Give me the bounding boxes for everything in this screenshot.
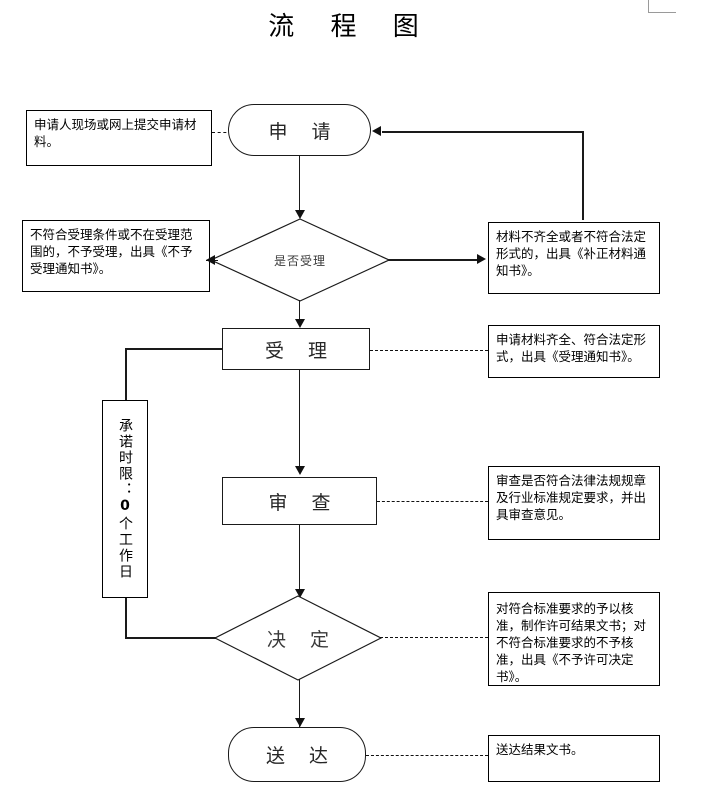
- decision-shape: [214, 595, 382, 681]
- connector-decide-to-accept-arrowhead: [295, 319, 305, 328]
- connector-decision-note: [380, 637, 488, 638]
- node-decide-accept-label: 是否受理: [273, 253, 326, 268]
- timeline-suffix: 个工作日: [117, 516, 133, 580]
- node-decision[interactable]: 决 定: [214, 595, 382, 681]
- connector-accept-to-timeline-v: [125, 348, 127, 401]
- note-not-accept-text: 不符合受理条件或不在受理范围的，不予受理，出具《不予受理通知书》。: [30, 227, 193, 276]
- node-review-label: 审 查: [268, 491, 340, 514]
- note-timeline: 承诺时限：0个工作日: [102, 400, 148, 598]
- timeline-prefix: 承诺时限：: [117, 418, 133, 498]
- decide-accept-shape: [210, 218, 390, 302]
- connector-review-to-decision: [299, 525, 300, 597]
- connector-decision-to-deliver: [299, 679, 300, 727]
- connector-timeline-to-decision-h: [125, 637, 217, 639]
- connector-to-supplement: [388, 259, 478, 261]
- node-deliver[interactable]: 送 达: [228, 727, 366, 782]
- connector-feedback-vertical: [582, 131, 584, 220]
- corner-crop-mark: [648, 0, 676, 13]
- node-deliver-label: 送 达: [265, 745, 338, 767]
- note-deliver: 送达结果文书。: [488, 735, 660, 782]
- node-decision-label: 决 定: [266, 628, 339, 651]
- node-review[interactable]: 审 查: [222, 477, 377, 525]
- connector-review-note: [377, 501, 488, 502]
- node-accept-label: 受 理: [264, 339, 337, 362]
- connector-not-accept-arrowhead: [206, 255, 215, 265]
- note-not-accept: 不符合受理条件或不在受理范围的，不予受理，出具《不予受理通知书》。: [22, 220, 210, 292]
- node-apply[interactable]: 申 请: [228, 104, 371, 156]
- connector-decide-to-accept: [299, 300, 300, 326]
- note-review-text: 审查是否符合法律法规规章及行业标准规定要求，并出具审查意见。: [496, 473, 647, 522]
- connector-feedback-horizontal: [382, 131, 583, 133]
- note-decision: 对符合标准要求的予以核准，制作许可结果文书；对不符合标准要求的不予核准，出具《不…: [488, 592, 660, 686]
- connector-accept-to-review-arrowhead: [295, 466, 305, 475]
- connector-apply-note: [212, 132, 232, 133]
- page-title: 流 程 图: [268, 12, 433, 42]
- connector-apply-to-decide: [299, 156, 300, 212]
- connector-to-supplement-arrowhead: [477, 254, 486, 264]
- connector-decision-to-deliver-arrowhead: [295, 718, 305, 727]
- connector-review-to-decision-arrowhead: [295, 589, 305, 598]
- connector-deliver-note: [366, 755, 488, 756]
- note-decision-text: 对符合标准要求的予以核准，制作许可结果文书；对不符合标准要求的不予核准，出具《不…: [496, 601, 647, 684]
- note-supplement-text: 材料不齐全或者不符合法定形式的，出具《补正材料通知书》。: [496, 229, 647, 278]
- node-accept[interactable]: 受 理: [222, 328, 370, 370]
- note-supplement: 材料不齐全或者不符合法定形式的，出具《补正材料通知书》。: [488, 222, 660, 294]
- connector-apply-to-decide-arrowhead: [295, 210, 305, 219]
- note-timeline-text: 承诺时限：0个工作日: [115, 418, 135, 580]
- connector-feedback-arrowhead: [372, 126, 381, 136]
- node-decide-accept[interactable]: 是否受理: [210, 218, 390, 302]
- note-apply-text: 申请人现场或网上提交申请材料。: [34, 117, 197, 149]
- node-apply-label: 申 请: [268, 120, 340, 143]
- connector-accept-to-review: [299, 370, 300, 470]
- note-apply: 申请人现场或网上提交申请材料。: [26, 110, 212, 166]
- connector-accept-note: [370, 350, 488, 351]
- note-accept: 申请材料齐全、符合法定形式，出具《受理通知书》。: [488, 325, 660, 378]
- connector-accept-to-timeline-h: [125, 348, 223, 350]
- note-review: 审查是否符合法律法规规章及行业标准规定要求，并出具审查意见。: [488, 466, 660, 540]
- timeline-days: 0: [117, 498, 133, 516]
- note-deliver-text: 送达结果文书。: [496, 742, 584, 757]
- connector-timeline-to-decision-v: [125, 598, 127, 638]
- note-accept-text: 申请材料齐全、符合法定形式，出具《受理通知书》。: [496, 332, 647, 364]
